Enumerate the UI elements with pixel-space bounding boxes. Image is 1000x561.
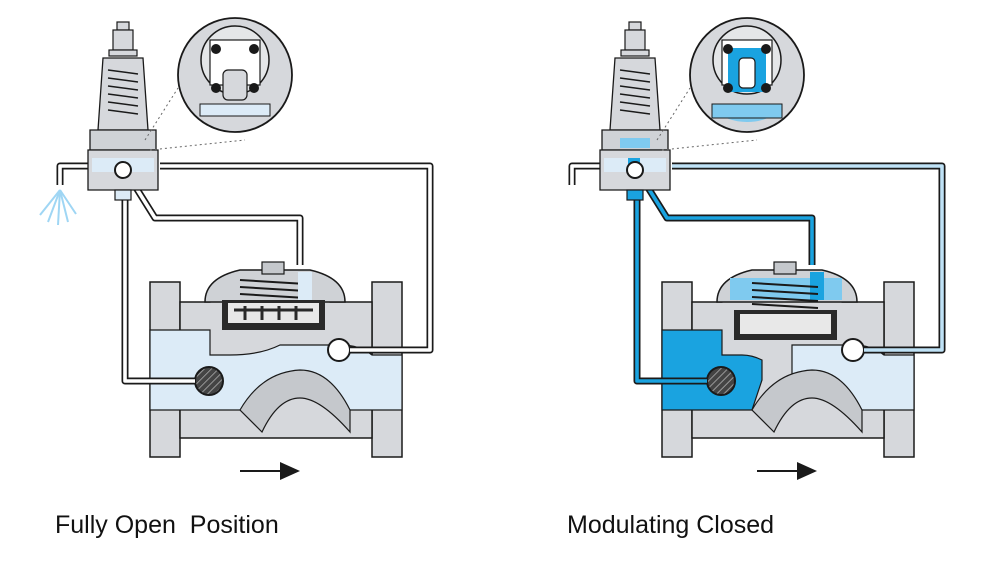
valve-body bbox=[661, 277, 915, 458]
pilot-valve bbox=[599, 21, 671, 201]
flow-arrow-icon bbox=[240, 462, 300, 480]
pilot-valve bbox=[87, 21, 159, 201]
spring-icon bbox=[239, 279, 307, 299]
spring-icon bbox=[751, 282, 819, 316]
panel-open bbox=[39, 17, 434, 480]
spray-icon bbox=[39, 189, 77, 226]
caption-modulating-closed: Modulating Closed bbox=[567, 511, 775, 539]
valve-bonnet bbox=[716, 261, 858, 340]
strainer-icon bbox=[194, 366, 224, 396]
panel-closed bbox=[568, 17, 946, 480]
detail-inset bbox=[656, 17, 805, 151]
flow-arrow-icon bbox=[757, 462, 817, 480]
valve-bonnet bbox=[204, 261, 346, 330]
detail-inset bbox=[144, 17, 293, 151]
control-tubing bbox=[568, 162, 946, 385]
caption-fully-open: Fully Open Position bbox=[55, 511, 279, 539]
strainer-icon bbox=[706, 366, 736, 396]
